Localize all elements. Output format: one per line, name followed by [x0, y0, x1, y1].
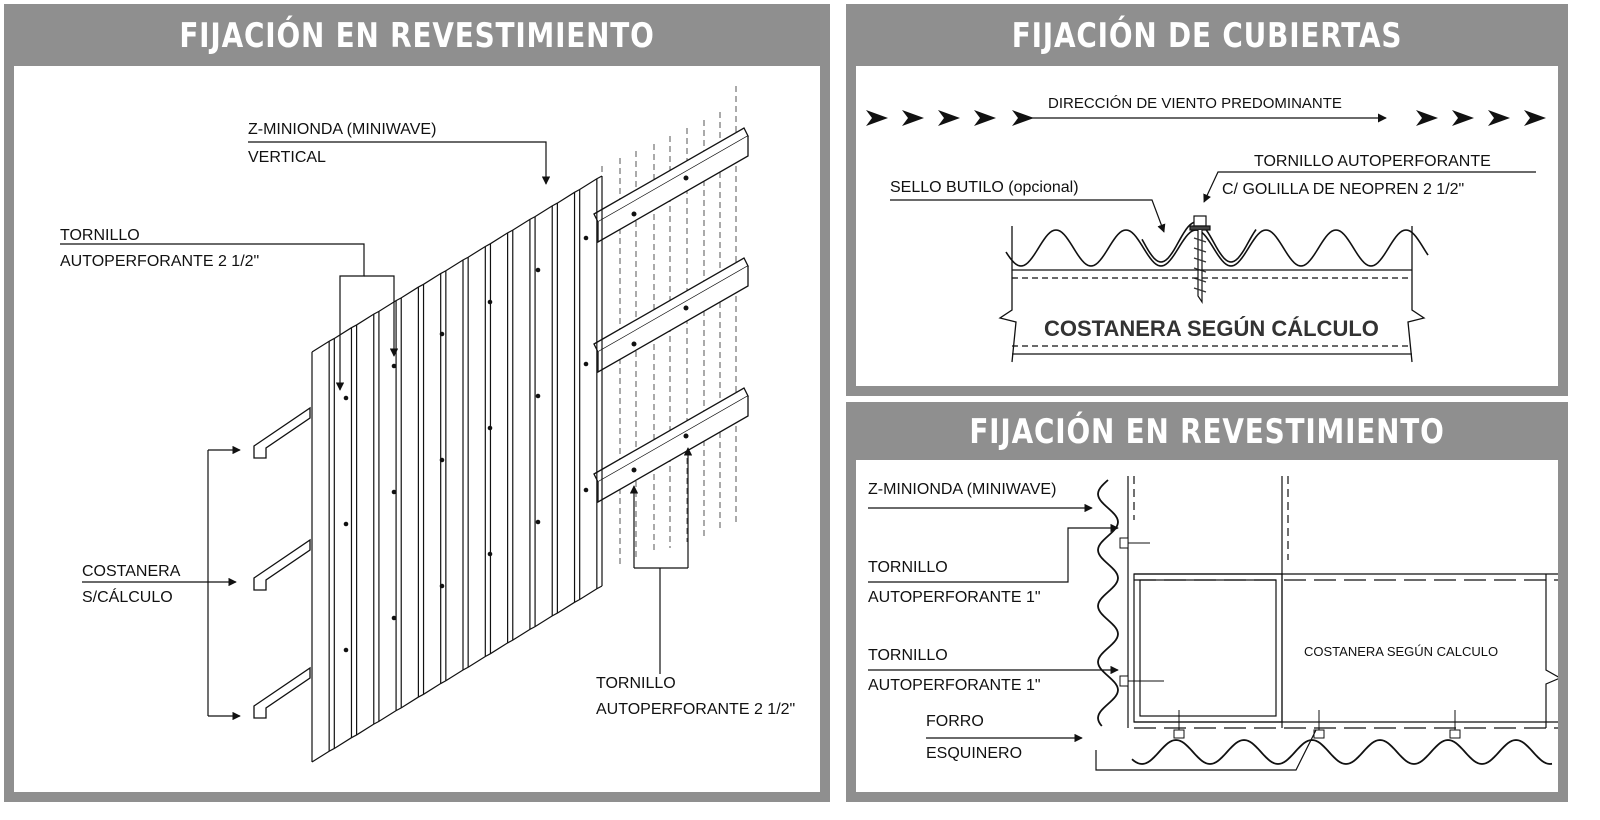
- top-right-panel: FIJACIÓN DE CUBIERTAS DIRECCIÓN DE VIENT…: [846, 4, 1568, 396]
- back-purlin-screws: [631, 175, 689, 473]
- corner-miniwave-label: Z-MINIONDA (MINIWAVE): [868, 481, 1056, 498]
- seal-leader: [890, 199, 1166, 233]
- wind-chevron-icon: [1452, 110, 1474, 126]
- wind-chevron-icon: [1416, 110, 1438, 126]
- corner-trim-line2: ESQUINERO: [926, 745, 1022, 762]
- screw-dot: [583, 361, 589, 367]
- roof-sheet-lower: [1005, 229, 1429, 267]
- bottom-right-panel-title: FIJACIÓN EN REVESTIMIENTO: [969, 412, 1445, 452]
- screw-dot: [391, 489, 397, 495]
- screw-dot: [343, 647, 349, 653]
- screw-dot: [487, 299, 493, 305]
- wind-chevron-icon: [902, 110, 924, 126]
- top-right-panel-body: DIRECCIÓN DE VIENTO PREDOMINANTE TORNILL…: [856, 66, 1558, 386]
- sheet-screws: [343, 235, 589, 653]
- corner-screw2-line2: AUTOPERFORANTE 1": [868, 677, 1041, 694]
- screw-dot: [439, 583, 445, 589]
- roof-diagram: DIRECCIÓN DE VIENTO PREDOMINANTE TORNILL…: [866, 95, 1546, 363]
- corner-purlin-label: COSTANERA SEGÚN CALCULO: [1304, 644, 1498, 659]
- left-diagram: Z-MINIONDA (MINIWAVE) VERTICAL TORNILLO …: [60, 86, 795, 763]
- left-panel-body: Z-MINIONDA (MINIWAVE) VERTICAL TORNILLO …: [14, 66, 820, 792]
- roof-screw-label-line2: C/ GOLILLA DE NEOPREN 2 1/2": [1222, 181, 1464, 198]
- screw-dot: [391, 615, 397, 621]
- screw-dot: [391, 363, 397, 369]
- bottom-right-panel: FIJACIÓN EN REVESTIMIENTO: [846, 402, 1568, 802]
- screw-dot: [583, 235, 589, 241]
- miniwave-label-line2: VERTICAL: [248, 149, 326, 166]
- purlin-label-line1: COSTANERA: [82, 563, 181, 580]
- screw-dot: [535, 393, 541, 399]
- left-panel-title: FIJACIÓN EN REVESTIMIENTO: [179, 16, 655, 56]
- screw-label-line2: AUTOPERFORANTE 2 1/2": [60, 253, 259, 270]
- corner-screw1-line1: TORNILLO: [868, 559, 948, 576]
- screw-dot: [343, 395, 349, 401]
- screw-dot: [487, 551, 493, 557]
- sheet-edge: [311, 175, 603, 353]
- roof-screw-label-line1: TORNILLO AUTOPERFORANTE: [1254, 153, 1491, 170]
- screw-dot: [583, 487, 589, 493]
- corrugated-sheet: [311, 175, 603, 763]
- wind-chevron-icon: [1524, 110, 1546, 126]
- screw2-label-line2: AUTOPERFORANTE 2 1/2": [596, 701, 795, 718]
- screw-dot: [439, 331, 445, 337]
- sheet-edge: [311, 585, 603, 763]
- corner-screw1-line2: AUTOPERFORANTE 1": [868, 589, 1041, 606]
- screw-dot: [487, 425, 493, 431]
- corner-screws: [1119, 537, 1461, 739]
- wall-structure: [1127, 476, 1558, 729]
- seal-label: SELLO BUTILO (opcional): [890, 179, 1079, 196]
- screw-dot: [439, 457, 445, 463]
- screw-dot: [343, 521, 349, 527]
- back-purlins: [593, 127, 749, 504]
- corner-screw1-leader: [868, 523, 1119, 583]
- wind-chevron-icon: [866, 110, 888, 126]
- corner-trim-outline: [1095, 729, 1317, 771]
- purlin-label-line2: S/CÁLCULO: [82, 587, 173, 606]
- screw2-label-line1: TORNILLO: [596, 675, 676, 692]
- corner-screw2-line1: TORNILLO: [868, 647, 948, 664]
- miniwave-leader: [248, 141, 551, 185]
- wind-chevron-icon: [938, 110, 960, 126]
- corner-diagram: COSTANERA SEGÚN CALCULO Z-MINIONDA (MINI…: [868, 476, 1558, 771]
- wind-arrows: [866, 110, 1546, 126]
- wind-label: DIRECCIÓN DE VIENTO PREDOMINANTE: [1048, 95, 1342, 112]
- top-right-panel-title: FIJACIÓN DE CUBIERTAS: [1011, 16, 1403, 56]
- roof-purlin-label: COSTANERA SEGÚN CÁLCULO: [1044, 316, 1379, 341]
- roof-sheet: [1005, 221, 1429, 267]
- vertical-miniwave-sheet: [1097, 479, 1119, 727]
- left-panel: FIJACIÓN EN REVESTIMIENTO: [4, 4, 830, 802]
- screw-leader-2: [364, 275, 399, 357]
- roof-purlin: [998, 226, 1426, 363]
- roof-screw-icon: [1189, 215, 1211, 304]
- wind-chevron-icon: [974, 110, 996, 126]
- bottom-right-panel-body: COSTANERA SEGÚN CALCULO Z-MINIONDA (MINI…: [856, 460, 1558, 792]
- screw-label-line1: TORNILLO: [60, 227, 140, 244]
- wind-chevron-icon: [1012, 110, 1034, 126]
- miniwave-label-line1: Z-MINIONDA (MINIWAVE): [248, 121, 436, 138]
- horizontal-miniwave-sheet: [1131, 739, 1553, 765]
- corner-trim-line1: FORRO: [926, 713, 984, 730]
- screw-dot: [535, 519, 541, 525]
- roof-screw-leader: [1203, 171, 1536, 203]
- screw-dot: [535, 267, 541, 273]
- front-purlins: [253, 406, 311, 719]
- wind-chevron-icon: [1488, 110, 1510, 126]
